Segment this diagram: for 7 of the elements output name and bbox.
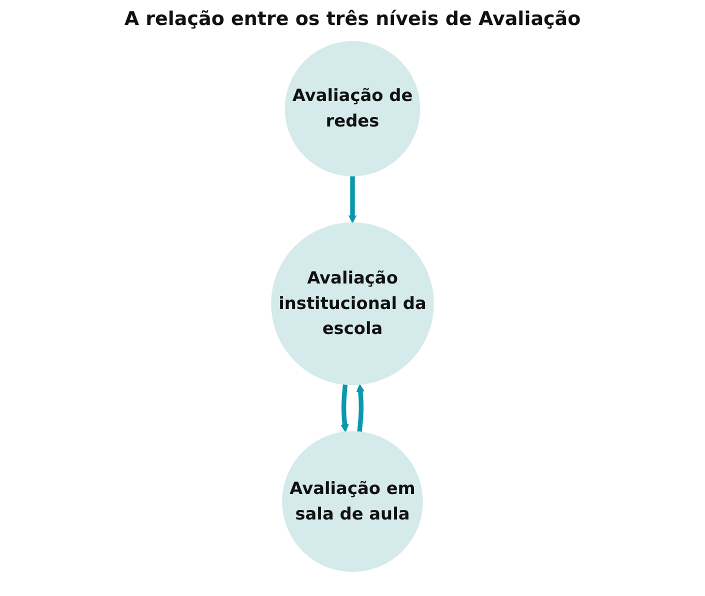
circle-node: Avaliação institucional da escola bbox=[271, 222, 434, 386]
diagram-title: A relação entre os três níveis de Avaliação bbox=[123, 8, 582, 30]
arrow bbox=[356, 384, 365, 432]
arrow bbox=[348, 176, 357, 224]
arrow bbox=[340, 384, 349, 432]
circle-node: Avaliação de redes bbox=[284, 41, 420, 176]
circle-node: Avaliação em sala de aula bbox=[282, 431, 423, 572]
